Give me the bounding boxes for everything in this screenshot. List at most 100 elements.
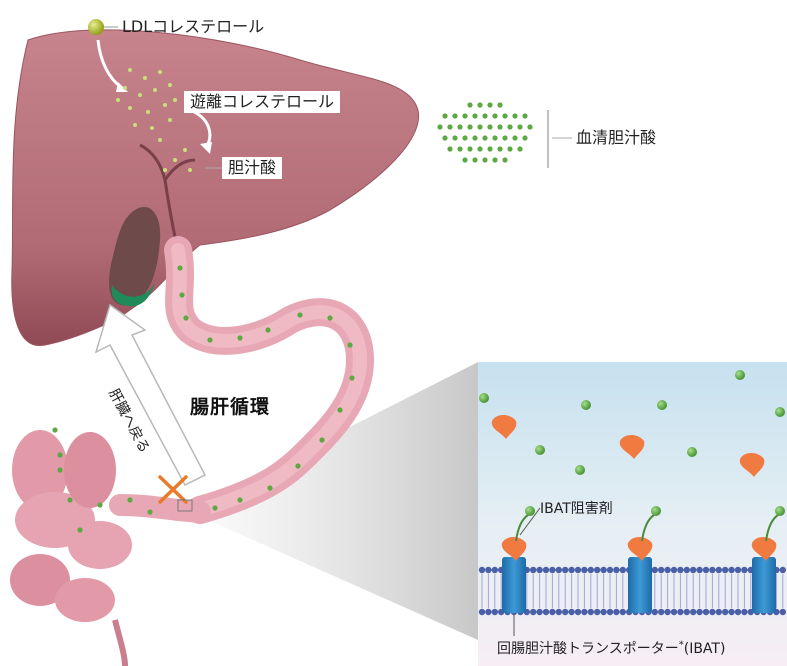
cholesterol-dot: [128, 106, 132, 110]
lipid-head: [581, 567, 587, 573]
block-x-icon: [160, 477, 186, 502]
cholesterol-dot: [183, 148, 187, 152]
serum-bile-acid-dot: [472, 135, 477, 140]
serum-bile-acid-dot: [487, 146, 492, 151]
bile-acid-dot: [67, 497, 72, 502]
lipid-head: [722, 609, 728, 615]
lipid-head: [485, 609, 491, 615]
lipid-head: [728, 609, 734, 615]
serum-bile-acid-dot: [482, 113, 487, 118]
lipid-head: [479, 567, 485, 573]
lipid-head: [613, 567, 619, 573]
lipid-head: [677, 609, 683, 615]
lipid-head: [780, 567, 786, 573]
bile-acid-dot: [327, 315, 332, 320]
lipid-head: [568, 567, 574, 573]
bile-acid-dot: [349, 375, 354, 380]
bile-acid-dot: [237, 497, 242, 502]
cholesterol-dot: [173, 98, 177, 102]
lipid-head: [568, 609, 574, 615]
serum-bile-acid-dot: [492, 135, 497, 140]
free-cholesterol-label: 遊離コレステロール: [184, 91, 340, 113]
cholesterol-dot: [123, 86, 127, 90]
serum-bile-acid-dot: [477, 146, 482, 151]
lipid-head: [684, 609, 690, 615]
serum-bile-acid-dot: [487, 124, 492, 129]
inset-bile-acid-dot: [581, 400, 591, 410]
lipid-head: [556, 609, 562, 615]
bile-acid-dot: [127, 497, 132, 502]
serum-bile-acid-dot: [507, 124, 512, 129]
bile-acid-dot: [57, 467, 62, 472]
lipid-head: [620, 567, 626, 573]
ldl-particle-icon: [88, 19, 104, 35]
lipid-head: [613, 609, 619, 615]
serum-bile-acid-dot: [467, 102, 472, 107]
lipid-head: [677, 567, 683, 573]
inset-bile-acid-dot: [687, 447, 697, 457]
serum-bile-acid-dot: [452, 113, 457, 118]
lipid-head: [709, 567, 715, 573]
liver: [12, 30, 419, 346]
lipid-head: [741, 609, 747, 615]
serum-bile-acid-dot: [472, 157, 477, 162]
cholesterol-dot: [158, 70, 162, 74]
lipid-head: [696, 609, 702, 615]
serum-bile-acid-label: 血清胆汁酸: [576, 130, 656, 146]
lipid-head: [581, 609, 587, 615]
inset-bile-acid-dot: [575, 465, 585, 475]
serum-bile-acid-dot: [462, 113, 467, 118]
lipid-head: [741, 567, 747, 573]
lipid-head: [485, 567, 491, 573]
serum-bile-acid-dot: [477, 102, 482, 107]
lipid-head: [658, 609, 664, 615]
lipid-head: [530, 609, 536, 615]
serum-bile-acid-dot: [442, 135, 447, 140]
serum-bile-acid-dot: [487, 102, 492, 107]
cholesterol-dot: [143, 76, 147, 80]
lipid-head: [600, 567, 606, 573]
lipid-head: [549, 609, 555, 615]
lipid-head: [607, 609, 613, 615]
serum-bile-acid-dot: [472, 113, 477, 118]
bile-acid-dot: [267, 485, 272, 490]
inset-bile-acid-dot: [775, 407, 785, 417]
lipid-head: [549, 567, 555, 573]
lipid-head: [536, 567, 542, 573]
bile-acid-dot: [179, 292, 184, 297]
ibat-inhibitor-label: IBAT阻害剤: [540, 498, 613, 518]
cholesterol-dot: [163, 103, 167, 107]
cholesterol-dot: [168, 83, 172, 87]
lipid-head: [652, 567, 658, 573]
bile-acid-dot: [297, 312, 302, 317]
lipid-head: [575, 609, 581, 615]
cholesterol-dot: [138, 93, 142, 97]
inset-bile-acid-dot: [479, 393, 489, 403]
ibat-caption: 回腸胆汁酸トランスポーター*(IBAT): [497, 638, 725, 658]
lipid-head: [709, 609, 715, 615]
lipid-head: [716, 567, 722, 573]
lipid-head: [780, 609, 786, 615]
cholesterol-dot: [173, 158, 177, 162]
bile-acid-dot: [337, 407, 342, 412]
serum-bile-acid-dot: [497, 146, 502, 151]
lipid-head: [664, 567, 670, 573]
serum-bile-acid-dot: [497, 124, 502, 129]
lipid-head: [575, 567, 581, 573]
serum-bile-acid-dot: [462, 135, 467, 140]
lipid-head: [696, 567, 702, 573]
cholesterol-dot: [133, 123, 137, 127]
lipid-head: [690, 609, 696, 615]
lipid-head: [620, 609, 626, 615]
serum-bile-acid-dot: [442, 113, 447, 118]
serum-bile-acid-dot: [527, 124, 532, 129]
bile-acid-dot: [183, 315, 188, 320]
serum-bile-acid-dot: [502, 113, 507, 118]
serum-bile-acid-dot: [452, 135, 457, 140]
cholesterol-dot: [153, 88, 157, 92]
serum-bile-acid-dot: [477, 124, 482, 129]
bile-acid-dot: [212, 505, 217, 510]
lipid-head: [588, 567, 594, 573]
serum-bile-acid-dot: [447, 146, 452, 151]
